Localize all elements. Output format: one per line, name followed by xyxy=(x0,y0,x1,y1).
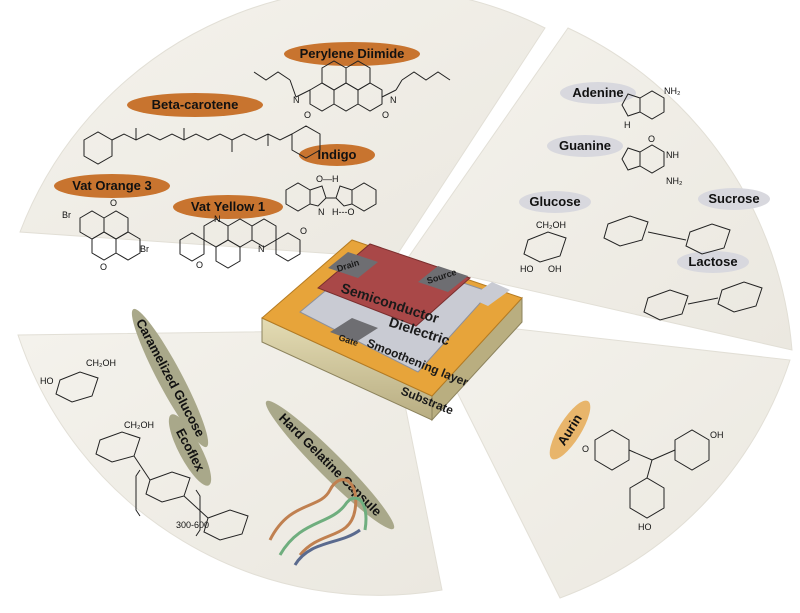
indigo-structure xyxy=(285,182,377,212)
sector-bottom-right xyxy=(419,317,791,599)
svg-text:N: N xyxy=(214,214,221,224)
svg-text:Beta-carotene: Beta-carotene xyxy=(152,97,239,112)
ofet-device xyxy=(261,239,523,422)
svg-text:O: O xyxy=(582,444,589,454)
svg-text:Sucrose: Sucrose xyxy=(708,191,759,206)
svg-text:NH₂: NH₂ xyxy=(666,176,683,186)
svg-text:CH₂OH: CH₂OH xyxy=(536,220,566,230)
adenine-structure xyxy=(621,90,665,120)
svg-text:O: O xyxy=(110,198,117,208)
sugar-structures xyxy=(523,215,763,321)
svg-text:Indigo: Indigo xyxy=(318,147,357,162)
sector-bottom-left xyxy=(17,329,443,596)
svg-text:O: O xyxy=(196,260,203,270)
label-glucose: Glucose xyxy=(519,191,591,213)
svg-text:CH₂OH: CH₂OH xyxy=(86,358,116,368)
label-adenine: Adenine xyxy=(560,82,636,104)
vat-orange-3-structure xyxy=(79,210,141,261)
label-sucrose: Sucrose xyxy=(698,188,770,210)
svg-text:NH₂: NH₂ xyxy=(664,86,681,96)
label-guanine: Guanine xyxy=(547,135,623,157)
svg-text:N: N xyxy=(258,244,265,254)
label-indigo: Indigo xyxy=(299,144,375,166)
svg-text:O: O xyxy=(304,110,311,120)
svg-text:Vat Yellow 1: Vat Yellow 1 xyxy=(191,199,265,214)
source-electrode xyxy=(418,266,468,292)
guanine-structure xyxy=(621,144,665,174)
drain-electrode xyxy=(328,252,378,278)
gelatine-protein-model xyxy=(268,478,368,566)
svg-text:O: O xyxy=(382,110,389,120)
svg-text:300-600: 300-600 xyxy=(176,520,209,530)
gate-electrode xyxy=(330,318,378,342)
perylene-diimide-structure xyxy=(253,60,451,112)
svg-text:OH: OH xyxy=(710,430,724,440)
svg-text:O: O xyxy=(100,262,107,272)
svg-text:HO: HO xyxy=(40,376,54,386)
svg-text:CH₂OH: CH₂OH xyxy=(124,420,154,430)
svg-text:N: N xyxy=(390,95,397,105)
svg-text:H: H xyxy=(624,120,631,130)
svg-text:N: N xyxy=(318,207,325,217)
label-perylene-diimide: Perylene Diimide xyxy=(284,42,420,66)
label-vat-yellow-1: Vat Yellow 1 xyxy=(173,195,283,219)
svg-text:Lactose: Lactose xyxy=(688,254,737,269)
svg-text:O: O xyxy=(300,226,307,236)
svg-text:NH: NH xyxy=(666,150,679,160)
svg-text:O—H: O—H xyxy=(316,174,339,184)
vat-yellow-1-structure xyxy=(179,218,301,269)
svg-text:Glucose: Glucose xyxy=(529,194,580,209)
aurin-structure xyxy=(594,429,710,519)
label-vat-orange-3: Vat Orange 3 xyxy=(54,174,170,198)
svg-text:N: N xyxy=(293,95,300,105)
ecoflex-structure xyxy=(95,431,249,541)
side-pads xyxy=(470,282,510,306)
caramelized-glucose-structure xyxy=(55,371,99,403)
label-lactose: Lactose xyxy=(677,251,749,273)
svg-text:Br: Br xyxy=(62,210,71,220)
svg-text:OH: OH xyxy=(548,264,562,274)
svg-text:Perylene Diimide: Perylene Diimide xyxy=(300,46,405,61)
svg-text:Adenine: Adenine xyxy=(572,85,623,100)
svg-text:HO: HO xyxy=(520,264,534,274)
svg-text:Guanine: Guanine xyxy=(559,138,611,153)
svg-text:HO: HO xyxy=(638,522,652,532)
svg-text:O: O xyxy=(648,134,655,144)
svg-text:H---O: H---O xyxy=(332,207,355,217)
label-beta-carotene: Beta-carotene xyxy=(127,93,263,117)
svg-text:Vat Orange 3: Vat Orange 3 xyxy=(72,178,151,193)
svg-text:Br: Br xyxy=(140,244,149,254)
beta-carotene-structure xyxy=(83,125,321,165)
